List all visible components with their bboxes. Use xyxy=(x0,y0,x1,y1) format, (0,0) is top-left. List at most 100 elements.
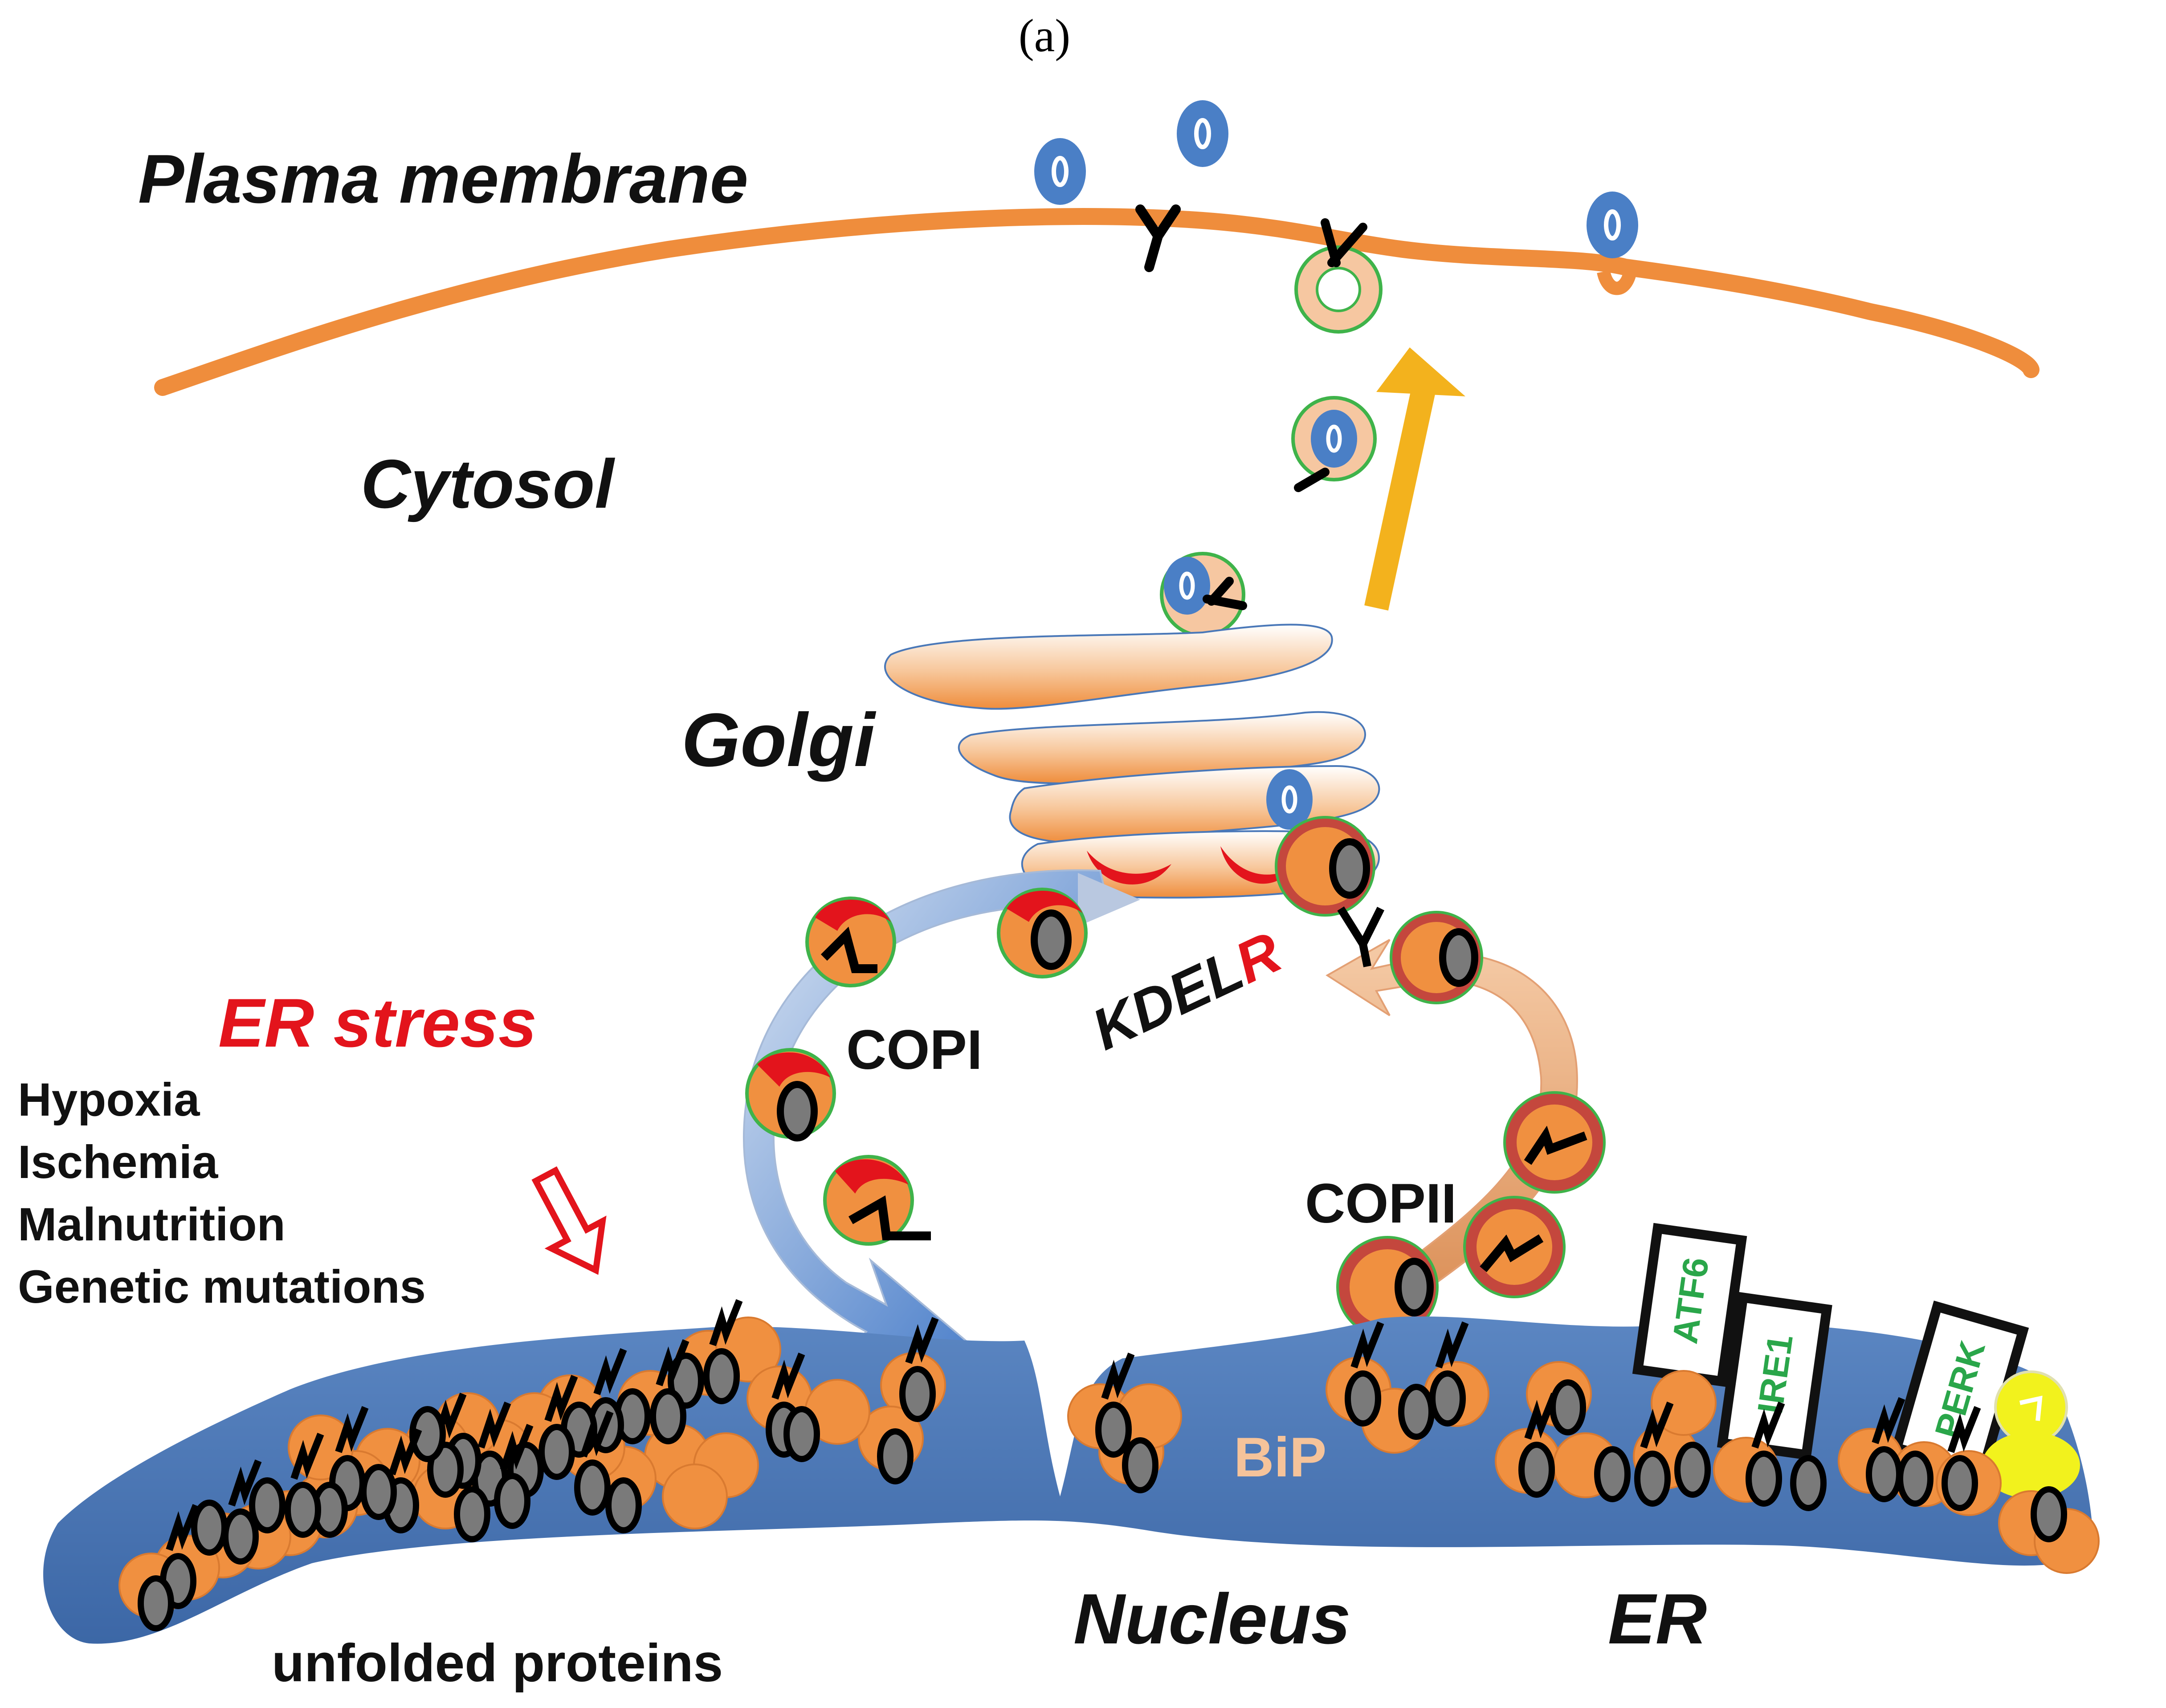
stress-cause: Hypoxia xyxy=(18,1074,200,1126)
kdel-text: KDEL xyxy=(1082,937,1252,1062)
copi-vesicle xyxy=(997,888,1088,978)
stress-arrow xyxy=(531,1166,607,1275)
unfolded-protein xyxy=(1942,1455,1978,1511)
unfolded-protein xyxy=(1398,1384,1435,1440)
unfolded-protein xyxy=(1345,1370,1381,1427)
unfolded-proteins-label: unfolded proteins xyxy=(272,1633,723,1693)
copi-vesicle xyxy=(823,1155,931,1246)
unfolded-protein xyxy=(783,1406,820,1462)
unfolded-chain xyxy=(166,1504,200,1551)
unfolded-chain xyxy=(1435,1321,1469,1369)
unfolded-protein xyxy=(285,1482,321,1538)
unfolded-protein xyxy=(409,1406,446,1462)
unfolded-protein xyxy=(360,1464,397,1520)
copii-vesicle xyxy=(1337,906,1483,1004)
unfolded-chain xyxy=(905,1317,939,1364)
unfolded-chain xyxy=(544,1375,578,1422)
copii-vesicle xyxy=(1275,816,1375,917)
copi-label: COPI xyxy=(846,1019,983,1081)
unfolded-protein xyxy=(899,1366,936,1422)
unfolded-protein xyxy=(538,1424,575,1480)
unfolded-protein xyxy=(1634,1451,1671,1507)
unfolded-chain xyxy=(500,1424,534,1471)
unfolded-protein xyxy=(1095,1402,1132,1458)
unfolded-protein xyxy=(1518,1442,1555,1498)
bip-label: BiP xyxy=(1234,1427,1326,1488)
unfolded-protein xyxy=(494,1473,530,1529)
cargo-protein xyxy=(1034,138,1086,205)
stress-cause: Malnutrition xyxy=(18,1198,286,1251)
copii-arrow xyxy=(1326,939,1578,1337)
surface-cargo-group xyxy=(1034,100,1638,295)
export-arrow xyxy=(1364,389,1435,611)
unfolded-chain xyxy=(1640,1402,1674,1449)
unfolded-protein xyxy=(703,1348,740,1404)
unfolded-chain xyxy=(388,1428,422,1476)
unfolded-protein xyxy=(1594,1446,1631,1502)
unfolded-protein xyxy=(1790,1455,1827,1511)
unfolded-chain xyxy=(656,1339,689,1386)
bip-chaperone xyxy=(662,1463,728,1529)
copii-vesicle xyxy=(1503,1091,1606,1194)
unfolded-protein xyxy=(138,1575,174,1631)
unfolded-protein xyxy=(2031,1486,2067,1542)
atf6-sensor: ATF6 xyxy=(1632,1223,1747,1387)
plasma-membrane-label: Plasma membrane xyxy=(138,140,748,217)
stress-cause: Ischemia xyxy=(18,1136,219,1188)
stress-cause: Genetic mutations xyxy=(18,1261,426,1313)
unfolded-protein xyxy=(1746,1451,1782,1507)
er-label: ER xyxy=(1608,1579,1707,1659)
cytosol-label: Cytosol xyxy=(361,445,615,522)
unfolded-protein xyxy=(1866,1446,1902,1502)
copii-label: COPII xyxy=(1305,1173,1456,1235)
unfolded-protein xyxy=(1550,1379,1586,1435)
unfolded-protein xyxy=(574,1459,611,1516)
unfolded-protein xyxy=(249,1477,286,1533)
unfolded-chain xyxy=(1350,1321,1384,1369)
perk-ligand xyxy=(1982,1370,2080,1499)
unfolded-chain xyxy=(1101,1353,1135,1400)
unfolded-protein xyxy=(1429,1370,1466,1427)
unfolded-chain xyxy=(1872,1397,1905,1444)
fusing-vesicle xyxy=(1294,218,1383,334)
unfolded-chain xyxy=(580,1410,614,1458)
unfolded-chain xyxy=(1751,1402,1785,1449)
unfolded-chain xyxy=(335,1406,369,1453)
stress-causes-list: Hypoxia Ischemia Malnutrition Genetic mu… xyxy=(18,1074,426,1313)
copi-vesicle xyxy=(805,897,896,987)
er-protein-layer xyxy=(118,1299,2100,1631)
unfolded-protein xyxy=(1897,1451,1933,1507)
receptor-y xyxy=(1135,204,1181,272)
cargo-protein xyxy=(1177,100,1228,167)
ire1-sensor: IRE1 xyxy=(1717,1292,1832,1460)
unfolded-protein xyxy=(605,1477,642,1533)
unfolded-chain xyxy=(477,1402,511,1449)
er-stress-label: ER stress xyxy=(218,984,537,1061)
unfolded-chain xyxy=(1947,1406,1981,1453)
unfolded-protein xyxy=(222,1508,259,1565)
unfolded-chain xyxy=(228,1459,262,1507)
unfolded-chain xyxy=(593,1348,627,1395)
panel-label: (a) xyxy=(1019,9,1071,61)
secretory-vesicle xyxy=(1160,552,1247,637)
golgi-label: Golgi xyxy=(681,698,877,783)
secretory-vesicle xyxy=(1291,396,1377,492)
unfolded-protein xyxy=(454,1486,490,1542)
unfolded-protein xyxy=(1674,1442,1711,1498)
unfolded-protein xyxy=(650,1388,686,1444)
copi-vesicle xyxy=(745,1048,836,1141)
nucleus-label: Nucleus xyxy=(1073,1579,1350,1659)
unfolded-chain xyxy=(290,1433,324,1480)
cargo-protein xyxy=(1587,192,1638,258)
unfolded-chain xyxy=(1524,1393,1558,1440)
svg-text:KDELR: KDELR xyxy=(1082,919,1291,1063)
unfolded-protein xyxy=(1122,1437,1158,1493)
plasma-membrane xyxy=(154,208,2040,396)
unfolded-chain xyxy=(771,1353,805,1400)
unfolded-protein xyxy=(191,1500,228,1556)
copii-vesicle xyxy=(1463,1196,1566,1298)
unfolded-chain xyxy=(709,1299,743,1346)
kdelr-label: KDELR xyxy=(1082,919,1291,1063)
unfolded-protein xyxy=(877,1428,914,1484)
